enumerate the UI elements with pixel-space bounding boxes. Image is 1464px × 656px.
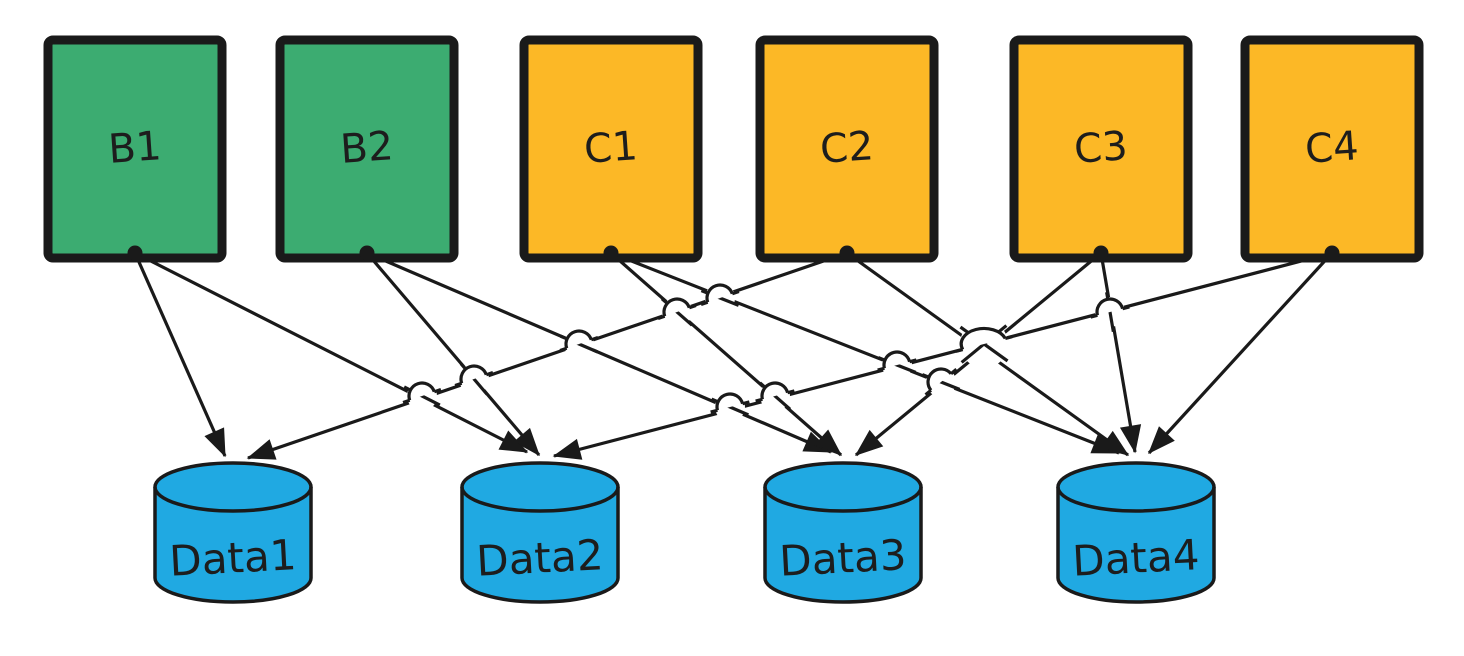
cylinder-outline-Data3	[763, 487, 923, 604]
box-label-C4: C4	[1304, 123, 1360, 173]
line-jump-stub	[755, 397, 763, 403]
line-jump-arc	[459, 364, 488, 384]
cylinder-top-Data2	[462, 463, 618, 511]
line-jump-mask	[566, 331, 592, 349]
line-jump-stub	[742, 400, 750, 406]
arrowhead-C2-Data4	[1100, 430, 1130, 456]
connector-dot-C3	[1093, 245, 1109, 261]
line-jump-stub	[924, 389, 932, 396]
arrowhead-C3-Data3	[854, 429, 884, 456]
line-jump-arc	[564, 329, 593, 349]
line-jump-stub	[909, 358, 917, 364]
line-jump-stub	[710, 408, 718, 414]
line-jump-stub	[1004, 335, 1013, 340]
connector-dot-C2	[839, 245, 855, 261]
cylinder-top-Data4	[1058, 463, 1214, 511]
line-jump-stub	[1122, 305, 1130, 311]
line-jump-stub	[700, 300, 709, 306]
cylinder-label-Data4: Data4	[1071, 530, 1200, 586]
edge-C1-Data3	[609, 251, 843, 457]
cylinder-top-Data3	[765, 463, 921, 511]
box-label-C2: C2	[819, 123, 875, 173]
line-jump-mask	[883, 352, 910, 369]
connector-dot-B1	[127, 245, 143, 261]
edge-B2-Data3	[366, 251, 832, 454]
line-jump-stub	[955, 348, 964, 353]
line-jump-stub	[688, 304, 697, 310]
line-jump-arc	[882, 350, 912, 369]
arrowhead-B1-Data1	[204, 427, 226, 458]
box-label-B1: B1	[107, 123, 163, 173]
connector-dot-C4	[1324, 245, 1340, 261]
line-jump-arc	[705, 283, 734, 303]
line-jump-mask	[461, 366, 487, 384]
edge-C4-Data4	[1147, 251, 1334, 455]
line-jump-stub	[559, 346, 568, 352]
arrowhead-B2-Data2	[513, 427, 540, 457]
line-jump-stub	[877, 366, 885, 372]
cylinder-body-Data2	[462, 487, 618, 602]
cylinder-outline-Data1	[153, 487, 313, 604]
line-jump-mask	[707, 285, 733, 303]
edge-B1-Data2	[134, 251, 528, 454]
line-jump-stub	[731, 290, 740, 296]
line-jump-stub	[433, 388, 442, 394]
line-jump-stub	[787, 389, 795, 395]
line-jump-arc	[662, 297, 691, 317]
arrowhead-C3-Data4	[1119, 424, 1142, 454]
line-jump-mask	[409, 383, 435, 401]
box-label-C1: C1	[583, 123, 639, 173]
edge-C2-Data1	[247, 251, 848, 460]
line-jump-mask	[717, 394, 743, 411]
arrowhead-C1-Data3	[814, 429, 843, 456]
edge-C3-Data4	[1099, 252, 1137, 453]
cylinder-outline-Data2	[460, 487, 620, 604]
line-jump-arc	[959, 326, 1007, 351]
edge-C4-Data2	[553, 251, 1333, 458]
cylinder-rim-Data4	[1056, 461, 1216, 513]
line-jump-mask	[928, 369, 952, 391]
line-jump-arc	[926, 367, 953, 392]
cylinder-rim-Data2	[460, 461, 620, 513]
cylinder-label-Data2: Data2	[475, 530, 604, 586]
line-jump-arc	[1095, 297, 1125, 316]
arrowhead-C4-Data2	[552, 438, 583, 460]
line-jump-stub	[590, 336, 599, 342]
line-jump-arc	[715, 392, 745, 411]
edge-C1-Data4	[610, 251, 1120, 455]
line-jump-stub	[454, 381, 463, 387]
cylinder-rim-Data1	[153, 461, 313, 513]
connector-dot-C1	[603, 245, 619, 261]
line-jump-arc	[760, 381, 790, 400]
line-jump-mask	[1097, 299, 1123, 316]
cylinder-body-Data4	[1058, 487, 1214, 602]
arrowhead-C4-Data4	[1148, 426, 1175, 455]
cylinder-body-Data3	[765, 487, 921, 602]
line-jump-stub	[1090, 313, 1098, 319]
edge-B2-Data2	[365, 251, 541, 457]
line-jump-stub	[485, 371, 494, 377]
line-jump-mask	[762, 383, 788, 400]
line-jump-mask	[664, 299, 690, 317]
cylinder-label-Data1: Data1	[168, 530, 297, 586]
connector-dot-B2	[359, 245, 375, 261]
line-jump-mask	[961, 328, 1006, 350]
box-label-C3: C3	[1073, 123, 1129, 173]
line-jump-stub	[657, 314, 666, 320]
box-label-B2: B2	[339, 123, 395, 173]
line-jump-stub	[402, 398, 411, 404]
line-jump-arc	[407, 381, 436, 401]
cylinder-label-Data3: Data3	[778, 530, 907, 586]
cylinder-top-Data1	[155, 463, 311, 511]
cylinder-outline-Data4	[1056, 487, 1216, 604]
line-jump-stub	[950, 368, 958, 375]
cylinder-rim-Data3	[763, 461, 923, 513]
cylinder-body-Data1	[155, 487, 311, 602]
arrowhead-C2-Data1	[246, 439, 277, 460]
edge-B1-Data1	[133, 252, 227, 457]
